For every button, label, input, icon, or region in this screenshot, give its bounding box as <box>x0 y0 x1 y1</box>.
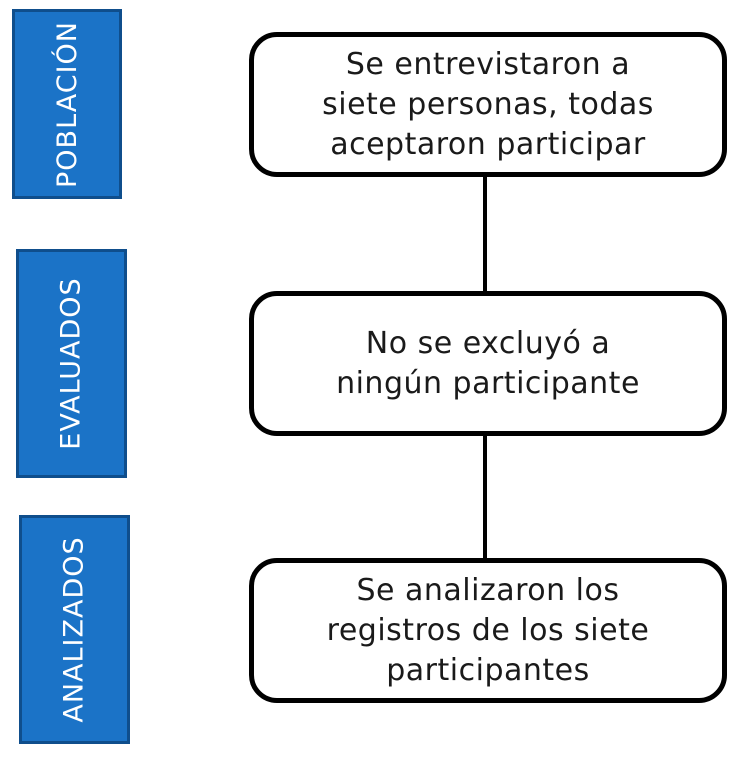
stage-label-analizados: ANALIZADOS <box>19 515 130 744</box>
flow-box-poblacion-line-1: Se entrevistaron a <box>345 46 631 82</box>
flow-box-analizados-line-2: registros de los siete <box>326 612 650 648</box>
flow-box-evaluados-line-1: No se excluyó a <box>365 325 611 361</box>
stage-label-evaluados: EVALUADOS <box>16 249 127 478</box>
stage-label-evaluados-text: EVALUADOS <box>56 277 88 450</box>
flow-box-poblacion-line-2: siete personas, todas <box>322 86 654 122</box>
stage-label-analizados-text: ANALIZADOS <box>59 536 91 723</box>
flow-box-analizados-line-1: Se analizaron los <box>356 572 620 608</box>
connector-line-top <box>483 175 487 293</box>
stage-label-poblacion-text: POBLACIÓN <box>51 20 83 188</box>
flow-box-poblacion-line-3: aceptaron participar <box>330 126 646 162</box>
stage-label-poblacion: POBLACIÓN <box>12 9 122 199</box>
flow-box-evaluados-line-2: ningún participante <box>336 365 640 401</box>
connector-line-bottom <box>483 434 487 560</box>
flow-box-poblacion: Se entrevistaron a siete personas, todas… <box>249 32 727 177</box>
flow-box-analizados-line-3: participantes <box>386 652 590 688</box>
flow-box-evaluados: No se excluyó a ningún participante <box>249 291 727 436</box>
flow-box-analizados: Se analizaron los registros de los siete… <box>249 558 727 703</box>
